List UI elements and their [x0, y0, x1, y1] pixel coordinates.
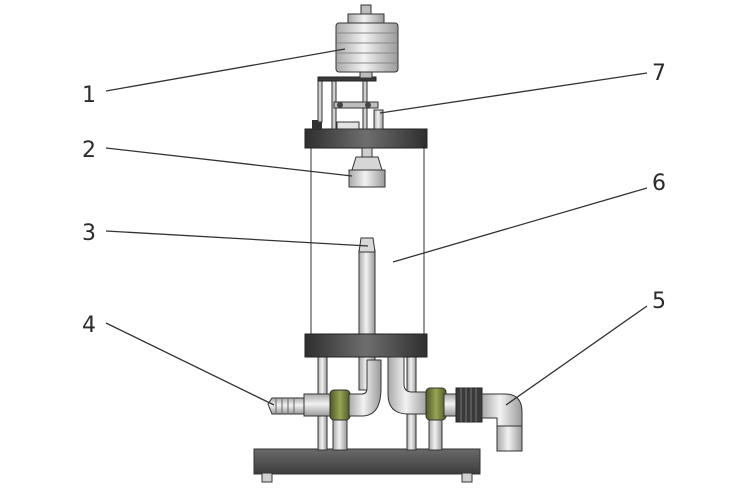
rotating-nozzle — [348, 147, 386, 188]
leader-line-1 — [105, 48, 346, 92]
motor — [335, 4, 399, 79]
callout-5: 5 — [652, 289, 666, 314]
top-flange — [304, 128, 428, 149]
inlet-plumbing — [267, 359, 382, 451]
leader-line-4 — [105, 322, 275, 406]
callout-4: 4 — [82, 313, 96, 338]
leader-line-7 — [379, 72, 648, 114]
callout-1: 1 — [82, 83, 96, 108]
callout-3: 3 — [82, 221, 96, 246]
callout-labels: 1 2 3 4 5 6 7 — [82, 61, 666, 338]
outlet-plumbing — [387, 356, 523, 452]
leader-line-3 — [105, 230, 369, 247]
callout-2: 2 — [82, 138, 96, 163]
base-plate — [253, 448, 481, 483]
leader-line-5 — [505, 305, 648, 406]
leader-line-2 — [105, 147, 353, 177]
mounting-bracket — [312, 76, 384, 130]
leader-line-6 — [392, 187, 648, 263]
bottom-flange — [304, 333, 428, 358]
leader-lines — [105, 48, 648, 406]
callout-7: 7 — [652, 61, 666, 86]
callout-6: 6 — [652, 171, 666, 196]
